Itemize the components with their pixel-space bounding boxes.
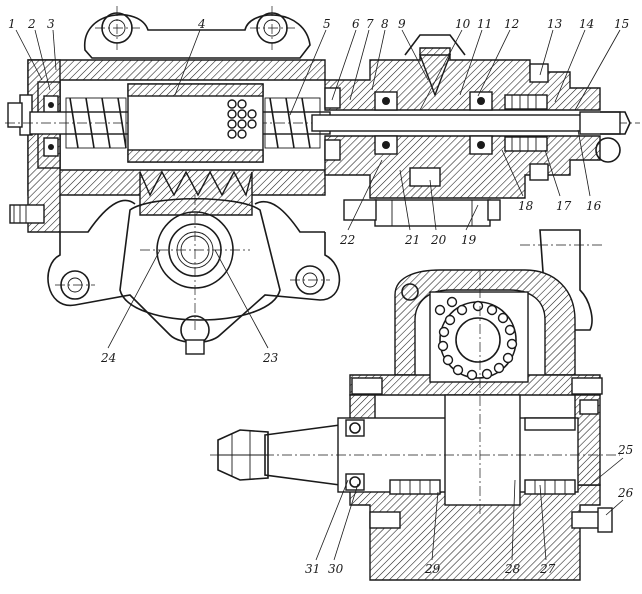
callout-25: 25 — [617, 443, 633, 457]
control-valve-housing — [311, 34, 631, 227]
lower-housing-flange — [47, 199, 341, 355]
top-mounting-ears — [84, 6, 311, 59]
callout-5: 5 — [323, 17, 331, 31]
callout-19: 19 — [461, 233, 477, 247]
callout-12: 12 — [504, 17, 519, 31]
recirculating-balls — [227, 99, 257, 139]
callout-31: 31 — [305, 562, 320, 576]
shaft-seals-bearings — [345, 417, 576, 495]
callout-14: 14 — [579, 17, 594, 31]
callout-11: 11 — [477, 17, 492, 31]
callout-9: 9 — [398, 17, 406, 31]
cover-bolts — [351, 377, 613, 533]
callout-10: 10 — [455, 17, 471, 31]
callout-17: 17 — [556, 199, 572, 213]
upper-housing-assembly — [5, 6, 640, 355]
castle-nut — [217, 429, 269, 481]
callout-30: 30 — [328, 562, 344, 576]
callout-1: 1 — [8, 17, 16, 31]
callout-8: 8 — [381, 17, 389, 31]
lower-sector-shaft-section — [210, 229, 620, 581]
callout-18: 18 — [518, 199, 534, 213]
callout-27: 27 — [539, 562, 556, 576]
ball-nut-piston — [127, 83, 264, 163]
callout-24: 24 — [100, 351, 116, 365]
sector-gear — [119, 170, 281, 330]
callout-2: 2 — [27, 17, 36, 31]
callout-16: 16 — [586, 199, 602, 213]
callout-15: 15 — [614, 17, 629, 31]
callout-23: 23 — [262, 351, 279, 365]
callout-29: 29 — [424, 562, 441, 576]
callout-3: 3 — [47, 17, 55, 31]
callout-labels: 1 2 3 4 5 6 7 8 9 10 11 12 13 14 15 16 1… — [8, 17, 634, 576]
callout-6: 6 — [352, 17, 360, 31]
callout-21: 21 — [404, 233, 420, 247]
callout-28: 28 — [504, 562, 521, 576]
callout-26: 26 — [617, 486, 634, 500]
sector-housing — [349, 269, 601, 581]
leader-lines — [15, 29, 624, 561]
callout-20: 20 — [430, 233, 447, 247]
callout-7: 7 — [366, 17, 374, 31]
callout-22: 22 — [339, 233, 355, 247]
callout-4: 4 — [197, 17, 206, 31]
lower-ball-nut — [429, 291, 529, 383]
worm-thread — [65, 97, 321, 149]
callout-13: 13 — [547, 17, 563, 31]
